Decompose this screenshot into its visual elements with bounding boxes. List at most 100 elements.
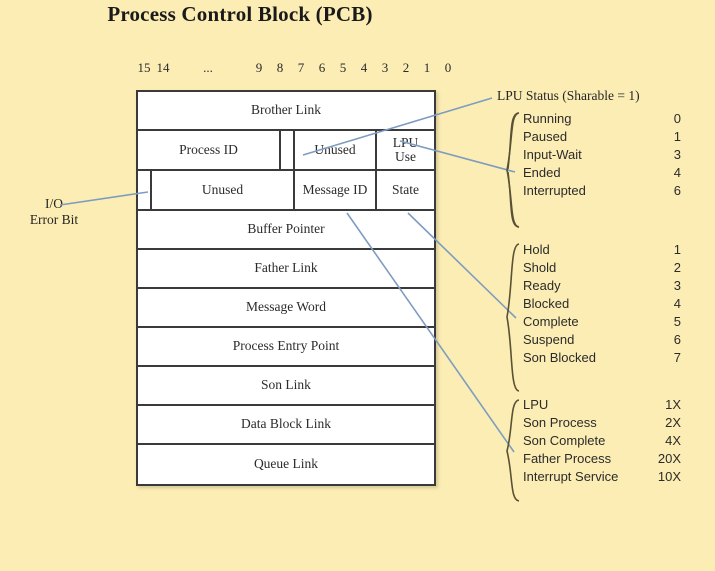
state-row: Complete 5 xyxy=(523,313,681,331)
pcb-cell-process-id: Process ID xyxy=(138,131,281,169)
brace-state xyxy=(506,243,520,392)
lpu-status-name: Ended xyxy=(523,165,561,180)
message-id-name: Son Complete xyxy=(523,433,606,448)
state-value: 4 xyxy=(673,296,681,311)
lpu-status-name: Input-Wait xyxy=(523,147,582,162)
pcb-row: Queue Link xyxy=(138,445,434,484)
bit-label-9: 9 xyxy=(255,60,263,75)
message-id-row: Interrupt Service 10X xyxy=(523,468,681,486)
bit-label-ellipsisellipsisellipsis: ... xyxy=(203,60,213,75)
pcb-row: Brother Link xyxy=(138,92,434,131)
lpu-status-row: Interrupted 6 xyxy=(523,182,681,200)
lpu-status-row: Input-Wait 3 xyxy=(523,146,681,164)
bit-label-5: 5 xyxy=(339,60,347,75)
message-id-row: Father Process 20X xyxy=(523,450,681,468)
message-id-name: Interrupt Service xyxy=(523,469,619,484)
lpu-status-row: Running 0 xyxy=(523,110,681,128)
state-name: Son Blocked xyxy=(523,350,596,365)
pcb-row: Data Block Link xyxy=(138,406,434,445)
pcb-cell-message-word: Message Word xyxy=(245,299,327,315)
message-id-name: Father Process xyxy=(523,451,612,466)
pcb-cell-buffer-pointer: Buffer Pointer xyxy=(247,221,325,237)
state-row: Ready 3 xyxy=(523,277,681,295)
pcb-cell-empty xyxy=(281,131,295,169)
brace-lpu-status-curve xyxy=(506,112,520,228)
state-name: Complete xyxy=(523,314,579,329)
bit-label-1: 1 xyxy=(423,60,431,75)
lpu-status-value: 1 xyxy=(673,129,681,144)
pcb-cell-son-link: Son Link xyxy=(261,377,311,393)
lpu-status-name: Interrupted xyxy=(523,183,586,198)
brace-lpu-status xyxy=(507,112,520,228)
state-name: Ready xyxy=(523,278,561,293)
message-id-value: 2X xyxy=(665,415,681,430)
pcb-row: Message Word xyxy=(138,289,434,328)
state-row: Son Blocked 7 xyxy=(523,349,681,367)
io-error-bit-callout: I/O Error Bit xyxy=(18,196,90,228)
state-name: Shold xyxy=(523,260,557,275)
message-id-name: Son Process xyxy=(523,415,597,430)
lpu-status-value: 6 xyxy=(673,183,681,198)
pcb-cell-father-link: Father Link xyxy=(254,260,318,276)
pcb-row: Buffer Pointer xyxy=(138,211,434,250)
message-id-name: LPU xyxy=(523,397,549,412)
state-row: Hold 1 xyxy=(523,241,681,259)
message-id-row: LPU 1X xyxy=(523,396,681,414)
pcb-cell-queue-link: Queue Link xyxy=(253,456,319,472)
bit-label-2: 2 xyxy=(402,60,410,75)
bit-label-7: 7 xyxy=(297,60,305,75)
lpu-status-row: Paused 1 xyxy=(523,128,681,146)
bit-label-3: 3 xyxy=(381,60,389,75)
lpu-status-value: 3 xyxy=(673,147,681,162)
state-name: Blocked xyxy=(523,296,570,311)
lpu-status-name: Running xyxy=(523,111,572,126)
io-error-bit-line1: I/O xyxy=(45,196,63,211)
message-id-row: Son Complete 4X xyxy=(523,432,681,450)
message-id-value: 10X xyxy=(657,469,681,484)
pcb-cell-message-id: Message ID xyxy=(295,171,377,209)
message-id-value: 1X xyxy=(665,397,681,412)
bit-label-14: 14 xyxy=(156,60,170,75)
message-id-row: Son Process 2X xyxy=(523,414,681,432)
pcb-cell-empty xyxy=(138,171,152,209)
state-row: Blocked 4 xyxy=(523,295,681,313)
pcb-cell-unused: Unused xyxy=(152,171,295,209)
state-value: 3 xyxy=(673,278,681,293)
pcb-cell-process-entry-point: Process Entry Point xyxy=(232,338,340,354)
bit-label-0: 0 xyxy=(444,60,452,75)
state-value: 2 xyxy=(673,260,681,275)
message-id-value: 4X xyxy=(665,433,681,448)
state-value: 5 xyxy=(673,314,681,329)
state-value: 7 xyxy=(673,350,681,365)
bit-label-6: 6 xyxy=(318,60,326,75)
state-row: Shold 2 xyxy=(523,259,681,277)
state-value: 1 xyxy=(673,242,681,257)
bit-label-8: 8 xyxy=(276,60,284,75)
lpu-status-name: Paused xyxy=(523,129,568,144)
page-title: Process Control Block (PCB) xyxy=(107,2,373,26)
bit-label-4: 4 xyxy=(360,60,368,75)
pcb-cell-data-block-link: Data Block Link xyxy=(241,416,331,432)
pcb-row: Father Link xyxy=(138,250,434,289)
brace-message-id xyxy=(506,399,520,502)
pcb-row: Process Entry Point xyxy=(138,328,434,367)
lpu-status-title: LPU Status (Sharable = 1) xyxy=(497,88,640,103)
lpu-status-value: 0 xyxy=(673,111,681,126)
bit-label-15: 15 xyxy=(137,60,151,75)
pcb-cell-brother-link: Brother Link xyxy=(250,102,322,118)
state-value: 6 xyxy=(673,332,681,347)
io-error-bit-line2: Error Bit xyxy=(29,212,79,227)
state-name: Hold xyxy=(523,242,550,257)
message-id-value: 20X xyxy=(657,451,681,466)
